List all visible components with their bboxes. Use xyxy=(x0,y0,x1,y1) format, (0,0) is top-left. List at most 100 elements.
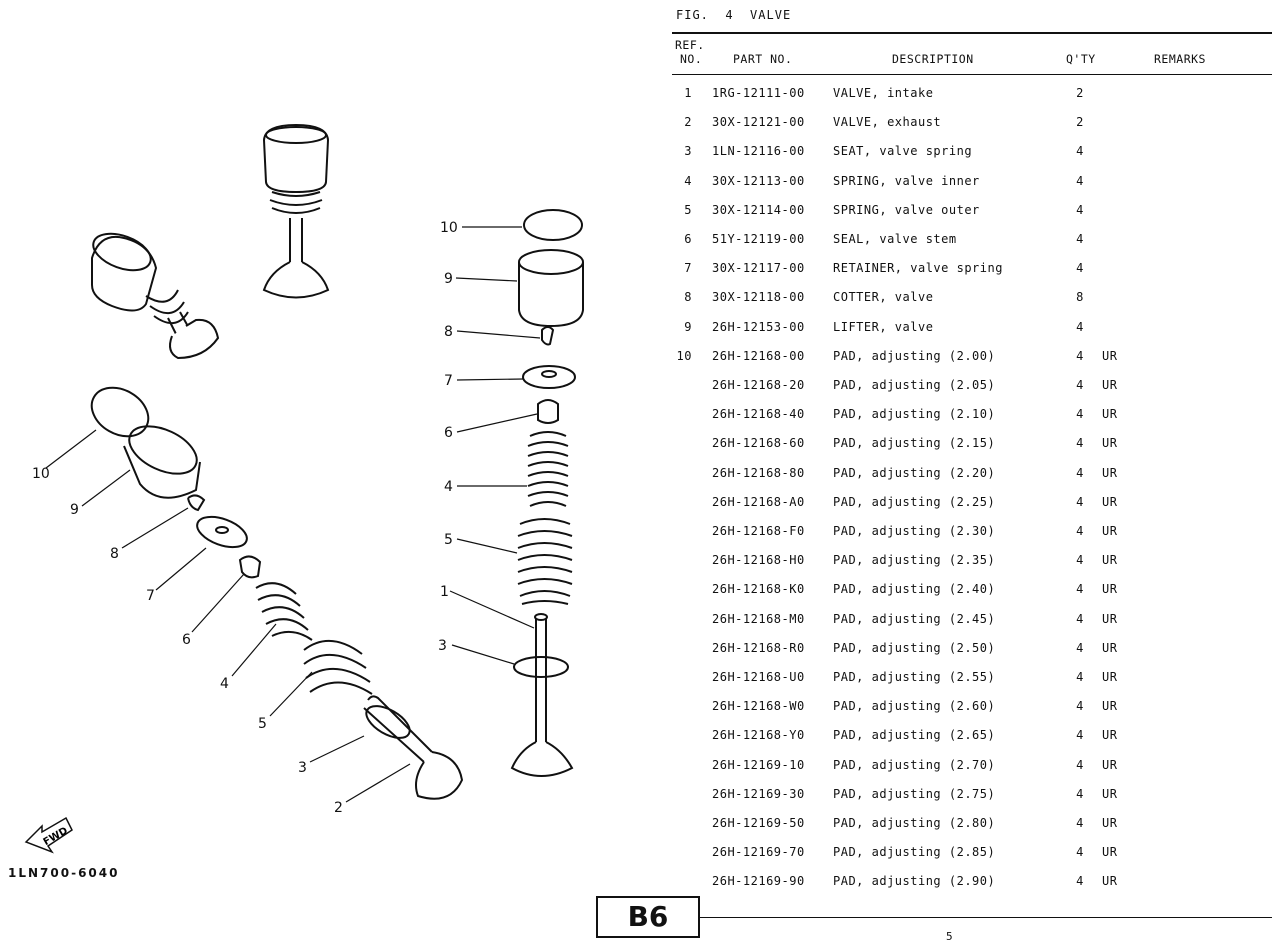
qty-cell: 4 xyxy=(1076,465,1084,480)
header-description: DESCRIPTION xyxy=(892,52,974,66)
figure-number: 4 xyxy=(725,8,734,22)
part-number-cell: 30X-12121-00 xyxy=(712,115,805,130)
remarks-cell: UR xyxy=(1102,436,1118,451)
qty-cell: 4 xyxy=(1076,728,1084,743)
part-number-cell: 26H-12168-00 xyxy=(712,348,805,363)
qty-cell: 4 xyxy=(1076,553,1084,568)
part-number-cell: 26H-12168-20 xyxy=(712,378,805,392)
description-cell: COTTER, valve xyxy=(833,290,934,305)
figure-label: FIG. xyxy=(676,8,709,22)
callout-r1: 1 xyxy=(440,584,449,600)
header-remarks: REMARKS xyxy=(1154,52,1206,66)
part-number-cell: 26H-12169-50 xyxy=(712,816,805,830)
remarks-cell: UR xyxy=(1102,465,1118,480)
qty-cell: 4 xyxy=(1076,261,1084,276)
callout-l4: 4 xyxy=(220,676,229,692)
ref-cell: 1 xyxy=(684,86,692,100)
description-cell: PAD, adjusting (2.80) xyxy=(833,816,996,830)
figure-title: FIG. 4 VALVE xyxy=(676,8,791,22)
table-row: 26H-12168-W0 PAD, adjusting (2.60) 4 UR xyxy=(672,699,1272,719)
section-code: B6 xyxy=(596,896,700,938)
callout-r6: 6 xyxy=(444,425,453,441)
remarks-cell: UR xyxy=(1102,582,1118,597)
part-number-cell: 26H-12168-M0 xyxy=(712,611,805,626)
remarks-cell: UR xyxy=(1102,407,1118,422)
exploded-diagonal-left xyxy=(90,386,464,800)
table-top-rule xyxy=(672,32,1272,34)
qty-cell: 4 xyxy=(1076,348,1084,363)
qty-cell: 4 xyxy=(1076,699,1084,714)
part-number-cell: 26H-12168-F0 xyxy=(712,524,805,538)
qty-cell: 4 xyxy=(1076,173,1084,188)
assembled-valve-left xyxy=(91,232,220,360)
description-cell: PAD, adjusting (2.90) xyxy=(833,874,996,889)
description-cell: PAD, adjusting (2.10) xyxy=(833,407,996,422)
header-part-no: PART NO. xyxy=(733,52,793,66)
part-number-cell: 26H-12168-H0 xyxy=(712,553,805,568)
description-cell: PAD, adjusting (2.60) xyxy=(833,699,996,714)
callout-r5: 5 xyxy=(444,532,453,548)
qty-cell: 4 xyxy=(1076,874,1084,889)
qty-cell: 4 xyxy=(1076,232,1084,246)
remarks-cell: UR xyxy=(1102,757,1118,772)
remarks-cell: UR xyxy=(1102,348,1118,363)
description-cell: PAD, adjusting (2.70) xyxy=(833,757,996,772)
description-cell: PAD, adjusting (2.15) xyxy=(833,436,996,451)
remarks-cell: UR xyxy=(1102,524,1118,538)
description-cell: PAD, adjusting (2.30) xyxy=(833,524,996,538)
description-cell: VALVE, exhaust xyxy=(833,115,942,130)
callout-r7: 7 xyxy=(444,373,453,389)
figure-name: VALVE xyxy=(750,8,792,22)
header-ref-line1: REF. xyxy=(675,38,705,52)
qty-cell: 4 xyxy=(1076,845,1084,860)
description-cell: PAD, adjusting (2.65) xyxy=(833,728,996,743)
description-cell: PAD, adjusting (2.45) xyxy=(833,611,996,626)
description-cell: PAD, adjusting (2.55) xyxy=(833,670,996,684)
ref-cell: 7 xyxy=(684,261,692,276)
qty-cell: 4 xyxy=(1076,494,1084,509)
remarks-cell: UR xyxy=(1102,699,1118,714)
description-cell: PAD, adjusting (2.05) xyxy=(833,378,996,392)
remarks-cell: UR xyxy=(1102,670,1118,684)
part-number-cell: 26H-12168-60 xyxy=(712,436,805,451)
callout-r4: 4 xyxy=(444,479,453,495)
callout-l2: 2 xyxy=(334,800,343,816)
callout-l8: 8 xyxy=(110,546,119,562)
part-number-cell: 26H-12168-R0 xyxy=(712,640,805,655)
description-cell: PAD, adjusting (2.75) xyxy=(833,786,996,801)
drawing-number: 1LN700-6040 xyxy=(8,866,120,880)
part-number-cell: 30X-12118-00 xyxy=(712,290,805,305)
ref-cell: 6 xyxy=(684,232,692,246)
qty-cell: 4 xyxy=(1076,640,1084,655)
qty-cell: 4 xyxy=(1076,757,1084,772)
table-header-rule xyxy=(672,74,1272,75)
callout-l5: 5 xyxy=(258,716,267,732)
part-number-cell: 26H-12168-W0 xyxy=(712,699,805,714)
callout-leaders xyxy=(45,226,541,803)
part-number-cell: 30X-12117-00 xyxy=(712,261,805,276)
qty-cell: 4 xyxy=(1076,670,1084,684)
remarks-cell: UR xyxy=(1102,728,1118,743)
callout-r3: 3 xyxy=(438,638,447,654)
remarks-cell: UR xyxy=(1102,553,1118,568)
part-number-cell: 26H-12168-40 xyxy=(712,407,805,422)
remarks-cell: UR xyxy=(1102,611,1118,626)
header-qty: Q'TY xyxy=(1066,52,1096,66)
part-number-cell: 26H-12168-U0 xyxy=(712,670,805,684)
qty-cell: 4 xyxy=(1076,436,1084,451)
